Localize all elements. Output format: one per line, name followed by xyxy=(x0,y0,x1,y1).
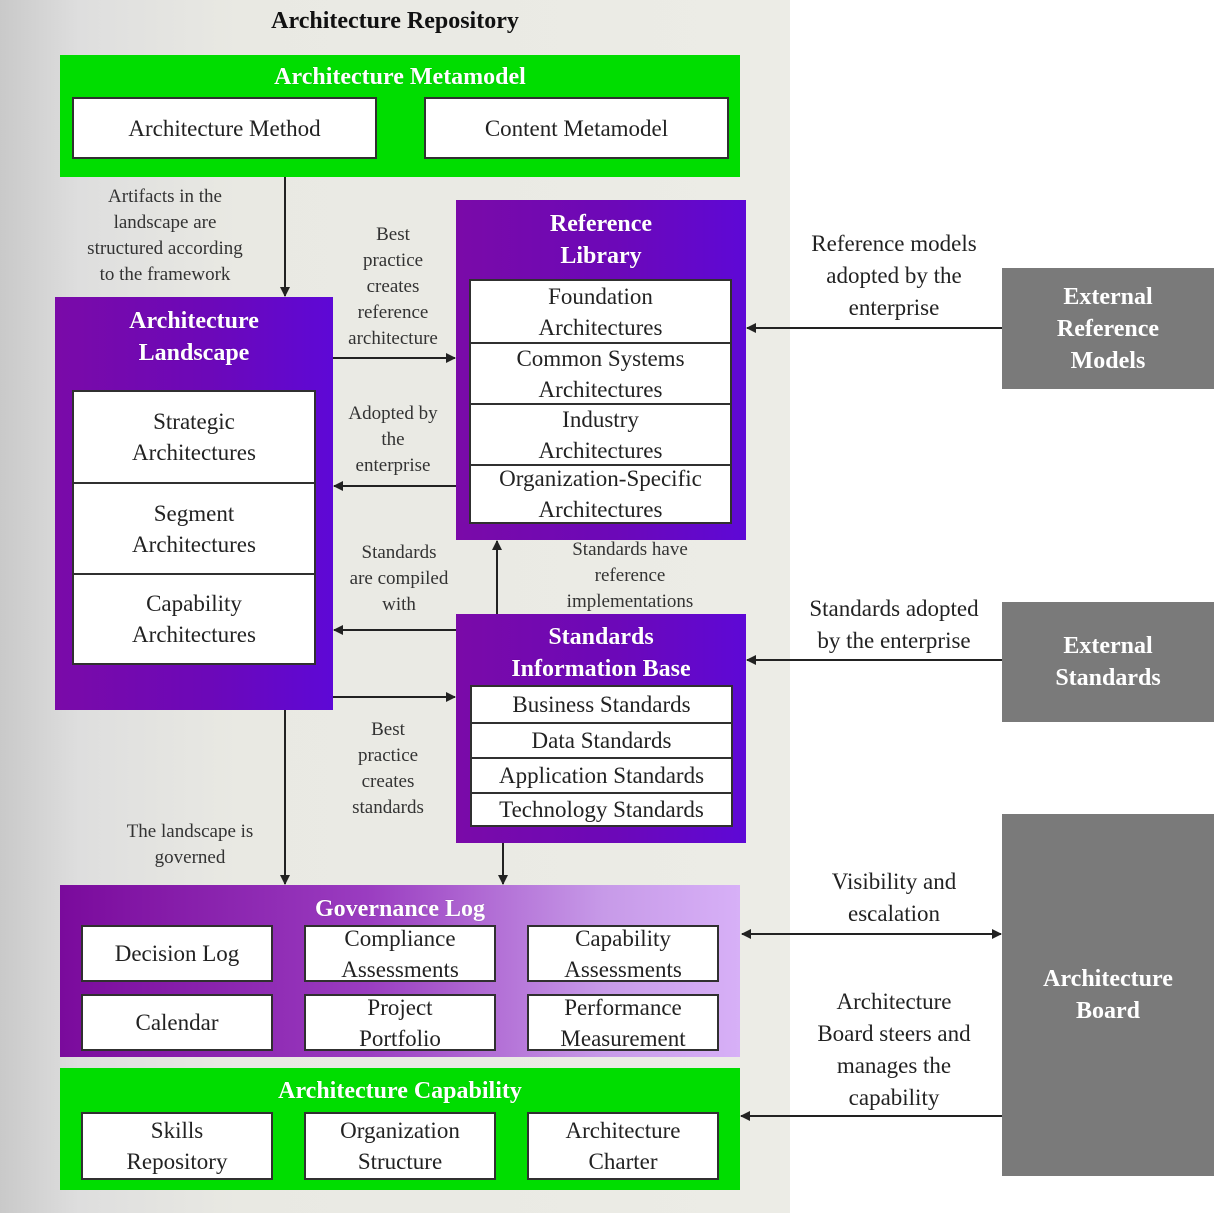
repository-title: Architecture Repository xyxy=(271,8,519,34)
technology-standards: Technology Standards xyxy=(472,792,731,825)
standards-stack: Business Standards Data Standards Applic… xyxy=(470,685,733,827)
content-metamodel-box: Content Metamodel xyxy=(424,97,729,159)
data-standards: Data Standards xyxy=(472,722,731,757)
architecture-method-box: Architecture Method xyxy=(72,97,377,159)
calendar: Calendar xyxy=(81,994,273,1051)
application-standards: Application Standards xyxy=(472,757,731,792)
architecture-capability-title: Architecture Capability xyxy=(278,1078,522,1104)
decision-log: Decision Log xyxy=(81,925,273,982)
architecture-metamodel: Architecture Metamodel Architecture Meth… xyxy=(60,55,740,177)
architecture-metamodel-title: Architecture Metamodel xyxy=(274,64,526,90)
business-standards: Business Standards xyxy=(512,692,691,717)
governance-log-title: Governance Log xyxy=(315,896,485,922)
